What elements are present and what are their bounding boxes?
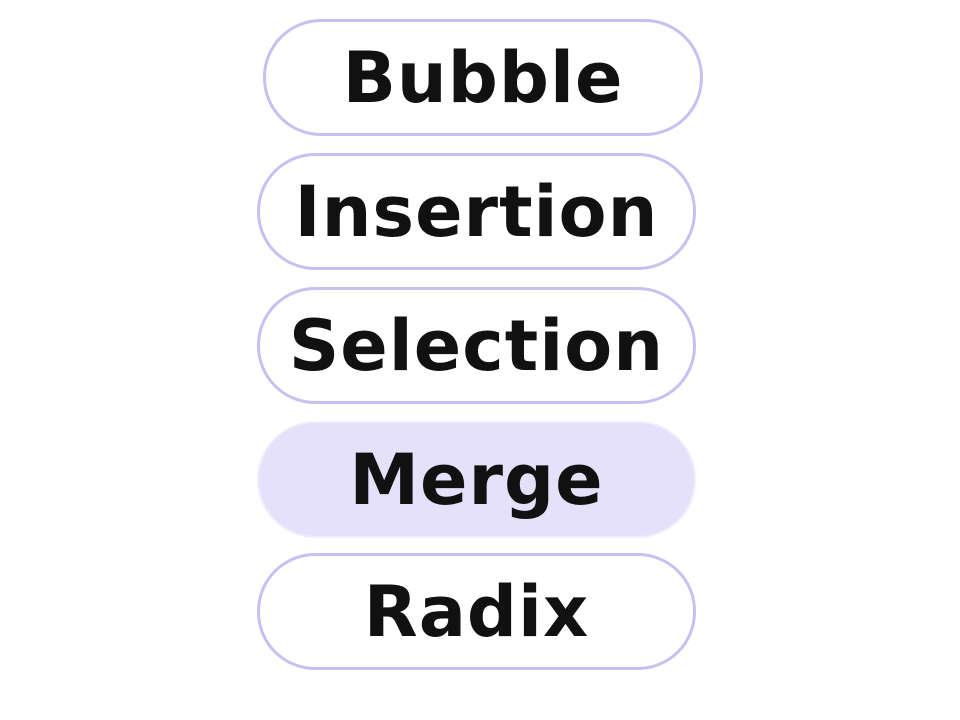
- option-label: Insertion: [294, 170, 659, 253]
- option-radix[interactable]: Radix: [257, 553, 696, 670]
- option-bubble[interactable]: Bubble: [263, 19, 703, 136]
- option-label: Merge: [349, 438, 604, 521]
- option-label: Bubble: [342, 36, 624, 119]
- option-merge[interactable]: Merge: [257, 421, 696, 538]
- option-selection[interactable]: Selection: [257, 287, 696, 404]
- option-label: Selection: [288, 304, 665, 387]
- option-insertion[interactable]: Insertion: [257, 153, 696, 270]
- option-label: Radix: [363, 570, 590, 653]
